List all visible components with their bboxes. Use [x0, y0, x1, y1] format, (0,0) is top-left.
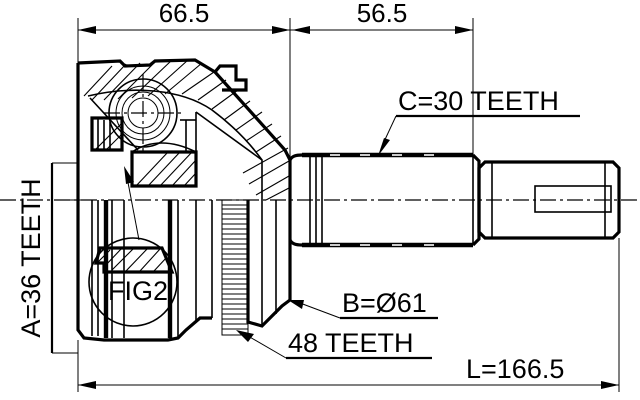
fig2-detail-section: [93, 246, 175, 274]
dimension-56-5-group: 56.5: [290, 0, 474, 160]
note-a-36-teeth-label: A=36 TEETH: [16, 178, 46, 337]
shaft-end-stub: [477, 160, 621, 240]
race-edge-diagonal: [89, 97, 139, 151]
cage-rail-left: [90, 116, 124, 152]
shaft-left-fillet-top: [288, 153, 303, 161]
stub-body: [477, 160, 621, 240]
arrowhead-left-66-5: [78, 26, 96, 34]
note-b-diameter-label: B=Ø61: [342, 288, 427, 318]
cv-joint-housing: [76, 58, 292, 201]
arrowhead-right-66-5: [272, 26, 290, 34]
dimension-overall-length-label: L=166.5: [466, 354, 564, 384]
detail-callout-fig2-group: FIG2: [88, 166, 178, 327]
note-b-diameter-group: B=Ø61: [288, 288, 438, 320]
dimension-overall-length-group: L=166.5: [77, 238, 620, 392]
inner-race-arc: [87, 89, 263, 161]
dimension-66-5-label: 66.5: [159, 0, 210, 28]
note-b-arrowhead: [288, 300, 304, 309]
race-inner-wall: [195, 111, 263, 200]
arrowhead-left-56-5: [292, 26, 310, 34]
note-48-teeth-label: 48 TEETH: [288, 328, 414, 358]
abs-tone-ring-48-teeth: [221, 199, 249, 336]
dimension-66-5-group: 66.5: [77, 0, 291, 200]
shaft-spline-marks: [330, 154, 434, 246]
note-b-leader-line: [299, 302, 341, 319]
shaft-left-fillet-bottom: [288, 239, 303, 247]
housing-hatch-upper: [83, 59, 290, 201]
note-48-arrowhead: [236, 330, 254, 342]
housing-outer-profile-lower: [76, 200, 212, 342]
stub-retainer-groove: [534, 185, 612, 213]
shaft-flange-taper: [246, 200, 292, 328]
arrowhead-right-L: [601, 381, 619, 389]
inner-star-hatch: [135, 151, 197, 187]
arrowhead-left-L: [78, 381, 96, 389]
cv-joint-lower-half: [76, 200, 213, 342]
arrowhead-right-56-5: [455, 26, 473, 34]
detail-callout-fig2-label: FIG2: [108, 276, 168, 306]
abs-ring-teeth: [222, 208, 248, 330]
inner-star-block: [130, 150, 198, 188]
note-c-30-teeth-label: C=30 TEETH: [398, 86, 559, 116]
fig2-callout-circle: [88, 237, 178, 327]
fig2-arrowhead: [124, 166, 134, 184]
note-c-30-teeth-group: C=30 TEETH: [378, 86, 580, 156]
dimension-56-5-label: 56.5: [357, 0, 408, 28]
flange-lower-profile: [246, 200, 292, 328]
star-top-curve: [131, 142, 197, 153]
note-c-arrowhead: [378, 138, 390, 156]
note-48-teeth-group: 48 TEETH: [236, 328, 432, 360]
note-48-leader-line: [247, 335, 287, 359]
fig2-detail-hatch: [97, 247, 168, 272]
note-a-36-teeth-group: A=36 TEETH: [16, 162, 92, 354]
housing-outer-profile-upper: [77, 58, 292, 200]
abs-ring-body-upper: [221, 199, 249, 206]
